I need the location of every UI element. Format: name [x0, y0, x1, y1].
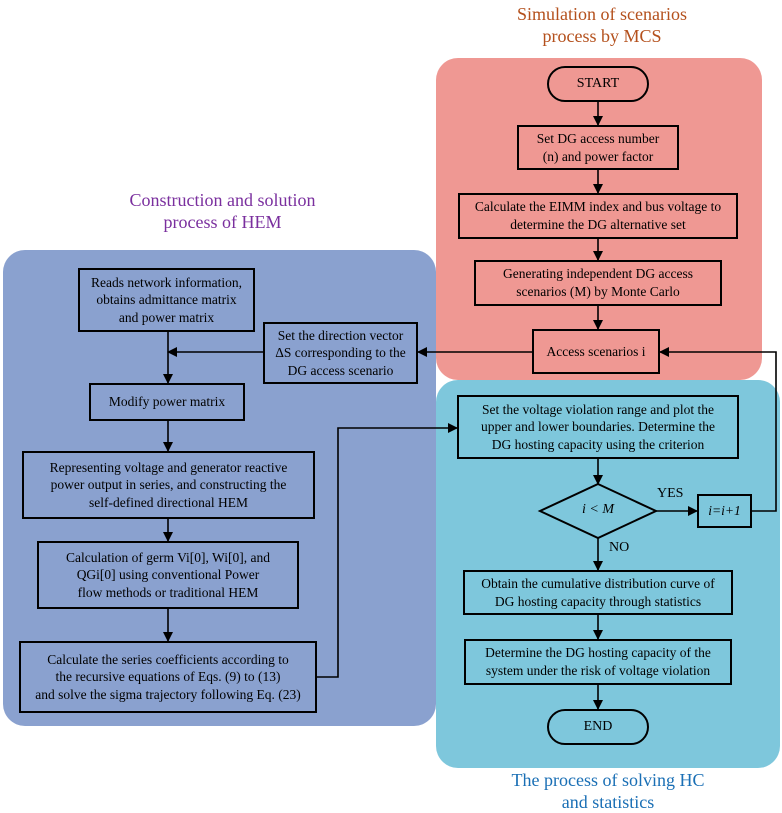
hem-title: Construction and solution process of HEM	[110, 190, 335, 233]
series-line3: and solve the sigma trajectory following…	[35, 686, 301, 702]
represent-voltage-box: Representing voltage and generator react…	[22, 451, 315, 519]
set-dg-line2: (n) and power factor	[542, 148, 654, 164]
end-terminal: END	[547, 709, 649, 745]
hem-title-line1: Construction and solution	[129, 190, 316, 210]
reads-line1: Reads network information,	[90, 274, 243, 290]
generate-scenarios-line1: Generating independent DG access	[502, 266, 694, 282]
mcs-title-line1: Simulation of scenarios	[517, 4, 687, 24]
decision-diamond	[537, 482, 659, 540]
hem-region	[3, 250, 436, 726]
direction-line2: ΔS corresponding to the	[275, 345, 406, 361]
mcs-title: Simulation of scenarios process by MCS	[470, 4, 734, 47]
increment-box: i=i+1	[697, 494, 752, 528]
access-scenarios-box: Access scenarios i	[532, 329, 660, 374]
set-dg-line1: Set DG access number	[536, 130, 660, 146]
voltage-range-line3: DG hosting capacity using the criterion	[491, 436, 705, 452]
generate-scenarios-line2: scenarios (M) by Monte Carlo	[516, 284, 680, 299]
represent-line2: power output in series, and constructing…	[50, 477, 287, 493]
mcs-title-line2: process by MCS	[542, 25, 662, 46]
determine-line2: system under the risk of voltage violati…	[485, 663, 711, 678]
represent-line1: Representing voltage and generator react…	[49, 459, 288, 475]
hc-region	[436, 380, 780, 768]
voltage-range-box: Set the voltage violation range and plot…	[457, 395, 739, 459]
modify-power-box: Modify power matrix	[89, 383, 245, 421]
reads-line3: and power matrix	[118, 309, 215, 325]
voltage-range-line2: upper and lower boundaries. Determine th…	[481, 419, 715, 435]
germ-line1: Calculation of germ Vi[0], Wi[0], and	[66, 549, 270, 565]
series-line2: the recursive equations of Eqs. (9) to (…	[55, 669, 281, 685]
set-dg-box: Set DG access number (n) and power factor	[517, 125, 679, 170]
hc-title-line1: The process of solving HC	[511, 770, 705, 790]
determine-capacity-box: Determine the DG hosting capacity of the…	[464, 639, 732, 685]
represent-line3: self-defined directional HEM	[89, 494, 248, 510]
series-line1: Calculate the series coefficients accord…	[47, 651, 289, 667]
direction-vector-box: Set the direction vector ΔS corresponding…	[263, 322, 418, 384]
reads-network-box: Reads network information, obtains admitt…	[78, 268, 255, 332]
series-coefficients-box: Calculate the series coefficients accord…	[19, 641, 317, 713]
determine-line1: Determine the DG hosting capacity of the	[485, 645, 711, 661]
start-terminal: START	[547, 66, 649, 102]
direction-line1: Set the direction vector	[277, 327, 404, 343]
calc-eimm-box: Calculate the EIMM index and bus voltage…	[458, 193, 738, 239]
decision-text: i < M	[582, 502, 614, 517]
hem-title-line2: process of HEM	[163, 211, 282, 232]
cumulative-line2: DG hosting capacity through statistics	[494, 593, 702, 609]
direction-line3: DG access scenario	[287, 362, 394, 378]
calc-eimm-line2: determine the DG alternative set	[510, 217, 686, 232]
cumulative-line1: Obtain the cumulative distribution curve…	[481, 575, 715, 591]
voltage-range-line1: Set the voltage violation range and plot…	[481, 401, 715, 417]
arrow-series-voltage	[317, 423, 458, 678]
arrow-increment-access	[659, 347, 777, 512]
hc-title: The process of solving HC and statistics	[486, 770, 730, 813]
cumulative-distribution-box: Obtain the cumulative distribution curve…	[463, 570, 733, 615]
germ-line3: flow methods or traditional HEM	[77, 584, 259, 600]
reads-line2: obtains admittance matrix	[96, 292, 237, 308]
calc-eimm-line1: Calculate the EIMM index and bus voltage…	[474, 199, 722, 215]
germ-line2: QGi[0] using conventional Power	[76, 567, 260, 583]
yes-label: YES	[657, 486, 684, 501]
hc-title-line2: and statistics	[561, 791, 655, 812]
no-label: NO	[609, 540, 630, 555]
generate-scenarios-box: Generating independent DG access scenario…	[474, 260, 722, 306]
